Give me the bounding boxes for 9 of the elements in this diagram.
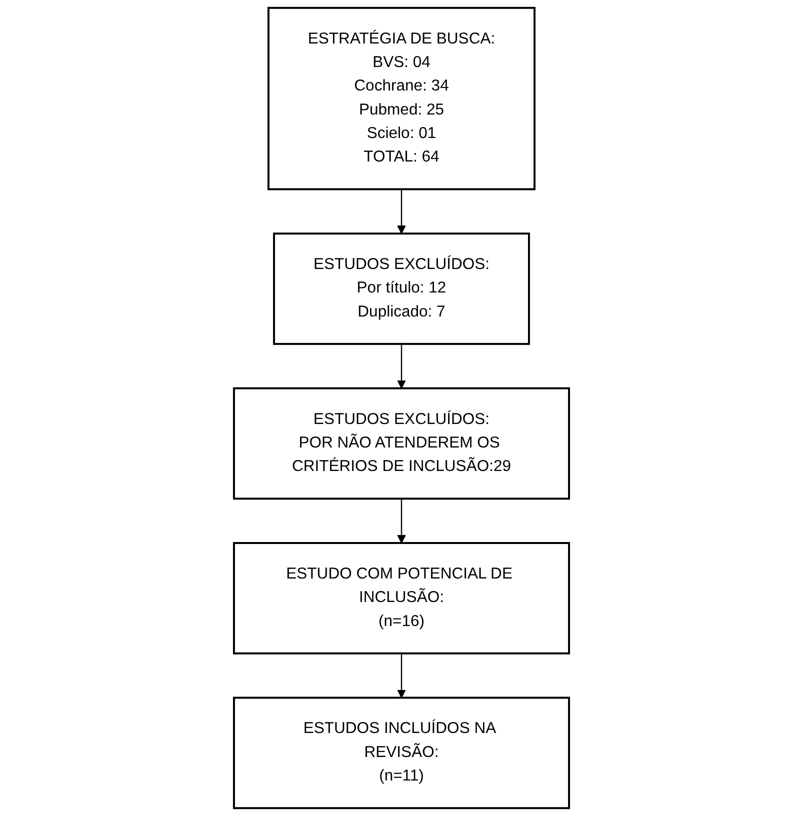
node-box: ESTRATÉGIA DE BUSCA: BVS: 04 Cochrane: 34 Pubmed: 25 Scielo: 01 TOTAL: 64	[267, 6, 536, 190]
node-box: ESTUDO COM POTENCIAL DE INCLUSÃO: (n=16)	[232, 542, 570, 654]
node-box: ESTUDOS EXCLUÍDOS: POR NÃO ATENDEREM OS CRITÉRIOS DE INCLUSÃO:29	[232, 387, 570, 500]
arrow	[397, 498, 406, 544]
node-box: ESTUDOS EXCLUÍDOS: Por título: 12 Duplicado: 7	[273, 232, 530, 345]
arrow	[397, 189, 406, 234]
arrow	[397, 653, 406, 698]
node-box: ESTUDOS INCLUÍDOS NA REVISÃO: (n=11)	[232, 696, 570, 810]
arrow	[397, 344, 406, 389]
